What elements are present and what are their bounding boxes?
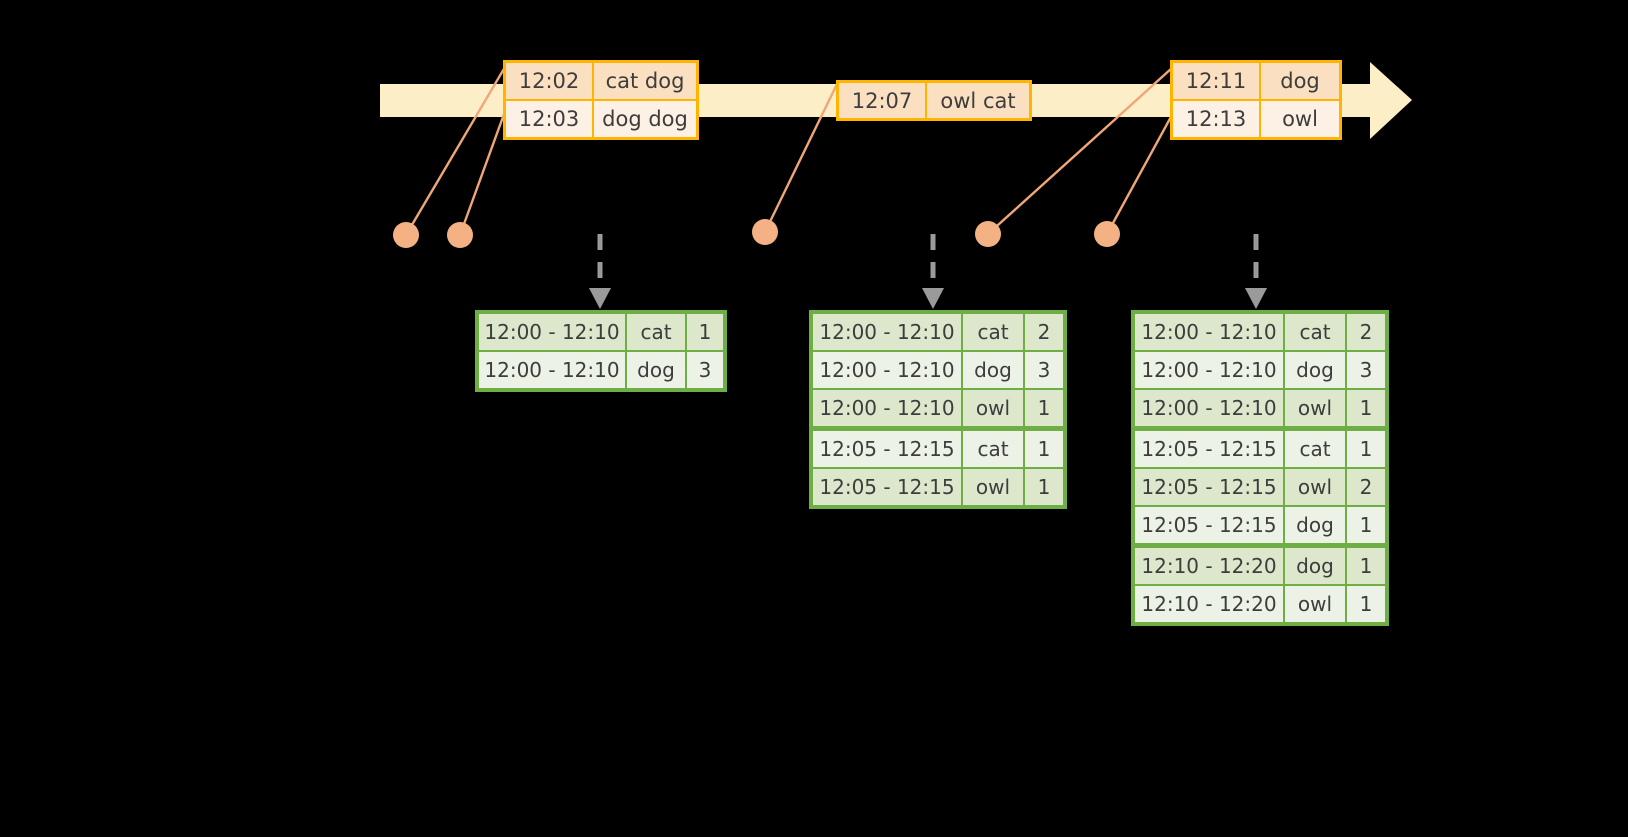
cell-key: dog bbox=[1285, 507, 1345, 543]
cell-window: 12:05 - 12:15 bbox=[1135, 431, 1283, 467]
event-time: 12:02 bbox=[506, 63, 594, 99]
cell-count: 3 bbox=[1347, 352, 1385, 388]
cell-count: 1 bbox=[687, 314, 723, 350]
event-dot-3 bbox=[752, 219, 778, 245]
cell-window: 12:05 - 12:15 bbox=[813, 431, 961, 467]
cell-key: dog bbox=[1285, 352, 1345, 388]
cell-window: 12:00 - 12:10 bbox=[1135, 314, 1283, 350]
event-dots bbox=[393, 219, 1120, 248]
dashed-arrow-1 bbox=[589, 234, 611, 309]
cell-window: 12:00 - 12:10 bbox=[1135, 352, 1283, 388]
cell-count: 1 bbox=[1347, 548, 1385, 584]
event-dot-5 bbox=[1094, 221, 1120, 247]
event-group-3[interactable]: 12:11 dog 12:13 owl bbox=[1170, 60, 1342, 140]
event-group-2[interactable]: 12:07 owl cat bbox=[836, 80, 1032, 121]
cell-count: 2 bbox=[1025, 314, 1063, 350]
cell-window: 12:00 - 12:10 bbox=[813, 314, 961, 350]
event-value: owl bbox=[1261, 101, 1339, 137]
event-value: cat dog bbox=[594, 63, 696, 99]
cell-key: cat bbox=[1285, 431, 1345, 467]
cell-count: 3 bbox=[1025, 352, 1063, 388]
event-dot-1 bbox=[393, 222, 419, 248]
cell-key: dog bbox=[1285, 548, 1345, 584]
cell-key: cat bbox=[963, 431, 1023, 467]
cell-window: 12:00 - 12:10 bbox=[813, 390, 961, 426]
cell-key: owl bbox=[963, 469, 1023, 505]
event-dot-2 bbox=[447, 222, 473, 248]
cell-window: 12:00 - 12:10 bbox=[479, 352, 625, 388]
cell-window: 12:00 - 12:10 bbox=[1135, 390, 1283, 426]
cell-count: 1 bbox=[1025, 390, 1063, 426]
event-row: 12:02 cat dog bbox=[506, 63, 696, 99]
cell-count: 1 bbox=[1025, 469, 1063, 505]
cell-count: 1 bbox=[1347, 431, 1385, 467]
cell-count: 1 bbox=[1347, 390, 1385, 426]
dashed-arrow-2 bbox=[922, 234, 944, 309]
dashed-arrow-3 bbox=[1245, 234, 1267, 309]
cell-key: owl bbox=[1285, 469, 1345, 505]
cell-window: 12:00 - 12:10 bbox=[479, 314, 625, 350]
event-value: owl cat bbox=[927, 83, 1029, 118]
cell-key: cat bbox=[963, 314, 1023, 350]
dashed-arrows bbox=[589, 234, 1267, 309]
cell-count: 2 bbox=[1347, 469, 1385, 505]
event-time: 12:11 bbox=[1173, 63, 1261, 99]
event-group-1[interactable]: 12:02 cat dog 12:03 dog dog bbox=[503, 60, 699, 140]
event-row: 12:07 owl cat bbox=[839, 83, 1029, 118]
cell-key: cat bbox=[1285, 314, 1345, 350]
cell-key: dog bbox=[963, 352, 1023, 388]
cell-count: 3 bbox=[687, 352, 723, 388]
event-row: 12:11 dog bbox=[1173, 63, 1339, 99]
cell-count: 1 bbox=[1025, 431, 1063, 467]
event-value: dog bbox=[1261, 63, 1339, 99]
cell-key: dog bbox=[627, 352, 685, 388]
cell-count: 2 bbox=[1347, 314, 1385, 350]
cell-window: 12:05 - 12:15 bbox=[1135, 469, 1283, 505]
cell-window: 12:10 - 12:20 bbox=[1135, 586, 1283, 622]
cell-key: owl bbox=[963, 390, 1023, 426]
cell-window: 12:00 - 12:10 bbox=[813, 352, 961, 388]
event-time: 12:07 bbox=[839, 83, 927, 118]
cell-window: 12:10 - 12:20 bbox=[1135, 548, 1283, 584]
cell-window: 12:05 - 12:15 bbox=[1135, 507, 1283, 543]
event-row: 12:03 dog dog bbox=[506, 99, 696, 137]
event-time: 12:13 bbox=[1173, 101, 1261, 137]
cell-count: 1 bbox=[1347, 586, 1385, 622]
event-dot-4 bbox=[975, 221, 1001, 247]
event-time: 12:03 bbox=[506, 101, 594, 137]
event-value: dog dog bbox=[594, 101, 696, 137]
cell-window: 12:05 - 12:15 bbox=[813, 469, 961, 505]
event-row: 12:13 owl bbox=[1173, 99, 1339, 137]
cell-key: owl bbox=[1285, 586, 1345, 622]
cell-key: cat bbox=[627, 314, 685, 350]
cell-count: 1 bbox=[1347, 507, 1385, 543]
cell-key: owl bbox=[1285, 390, 1345, 426]
